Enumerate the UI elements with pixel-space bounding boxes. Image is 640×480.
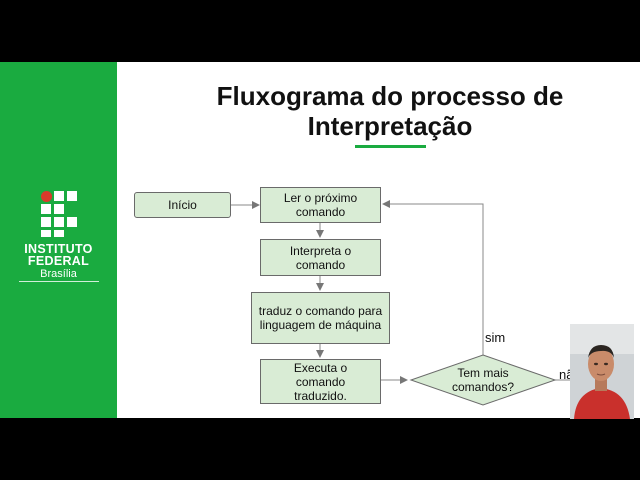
logo-text-instituto: INSTITUTO	[24, 242, 93, 256]
flow-decision-text: Tem mais comandos?	[451, 366, 515, 394]
logo-text-campus: Brasília	[40, 268, 77, 280]
arrow-loop-sim	[382, 200, 484, 355]
person-video-icon	[570, 324, 634, 419]
institute-logo-icon	[41, 191, 77, 237]
flow-start-node: Início	[134, 192, 231, 218]
slide-title: Fluxograma do processo de Interpretação	[180, 81, 600, 141]
flow-label-nao: nã	[559, 367, 574, 382]
flow-step-translate: traduz o comando para linguagem de máqui…	[251, 292, 390, 344]
flow-label-sim: sim	[485, 330, 506, 345]
title-underline	[355, 145, 426, 148]
flow-connectors	[230, 200, 570, 406]
slide-title-line2: Interpretação	[307, 111, 473, 141]
decision-diamond	[409, 354, 557, 406]
logo-divider	[19, 281, 99, 282]
logo-text-federal: FEDERAL	[27, 254, 90, 268]
flow-step-read-command: Ler o próximo comando	[260, 187, 381, 223]
webcam-thumbnail[interactable]	[570, 324, 634, 419]
flow-step-execute: Executa o comando traduzido.	[260, 359, 381, 404]
slide-title-line1: Fluxograma do processo de	[216, 81, 564, 111]
sidebar-logo-panel: INSTITUTO FEDERAL Brasília	[0, 62, 117, 418]
slide: INSTITUTO FEDERAL Brasília Fluxograma do…	[0, 62, 640, 418]
flow-step-interpret: Interpreta o comando	[260, 239, 381, 276]
